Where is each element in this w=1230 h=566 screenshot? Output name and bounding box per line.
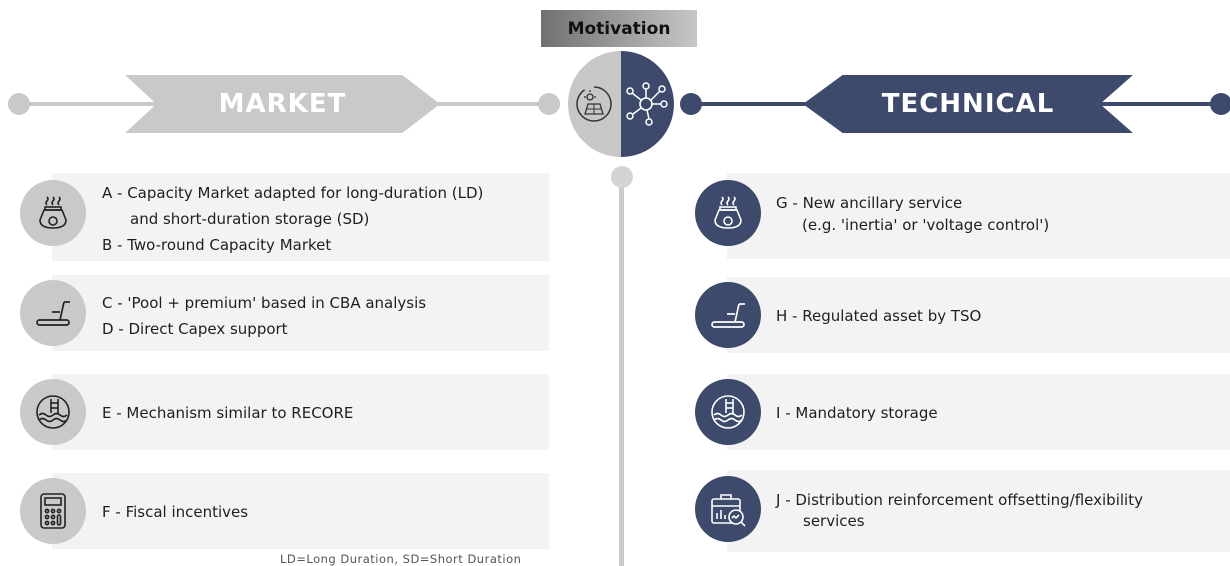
technical-item-g-text: G - New ancillary service (e.g. 'inertia… (776, 192, 1049, 236)
market-banner: MARKET (125, 75, 440, 133)
technical-item-j-line1: J - Distribution reinforcement offsettin… (776, 491, 1143, 509)
motivation-tag: Motivation (541, 10, 697, 47)
oil-lamp-icon (39, 196, 67, 229)
technical-banner: TECHNICAL (803, 75, 1133, 133)
briefcase-analytics-icon (711, 494, 746, 527)
treadmill-icon (711, 303, 745, 328)
technical-icon-circle-1 (695, 180, 761, 246)
calculator-icon (40, 493, 66, 529)
technical-line-end-dot (1210, 93, 1230, 115)
market-item-c-line: C - 'Pool + premium' based in CBA analys… (102, 294, 427, 312)
technical-icon-circle-3 (695, 379, 761, 445)
market-item-a-line2: and short-duration storage (SD) (130, 210, 370, 228)
technical-line-inner-dot (680, 93, 702, 115)
technical-item-i-text: I - Mandatory storage (776, 404, 938, 422)
swimming-pool-icon (36, 395, 70, 429)
market-card-e (52, 374, 549, 450)
market-item-a-line1: A - Capacity Market adapted for long-dur… (102, 184, 484, 202)
market-item-b-line: B - Two-round Capacity Market (102, 236, 332, 254)
market-card-ab (52, 173, 549, 261)
market-item-cd-text: C - 'Pool + premium' based in CBA analys… (102, 290, 426, 342)
technical-card-h (727, 277, 1230, 353)
divider-top-dot (611, 166, 633, 188)
technical-card-j (727, 470, 1230, 552)
market-card-f (52, 473, 549, 549)
market-line-inner-dot (538, 93, 560, 115)
technical-card-g (727, 173, 1230, 259)
footnote: LD=Long Duration, SD=Short Duration (280, 552, 522, 566)
treadmill-icon (36, 301, 70, 326)
market-icon-circle-2 (20, 280, 86, 346)
market-card-cd (52, 275, 549, 351)
oil-lamp-icon (714, 196, 742, 229)
technical-icon-circle-2 (695, 282, 761, 348)
technical-item-g-line2: (e.g. 'inertia' or 'voltage control') (802, 216, 1050, 234)
market-line-end-dot (8, 93, 30, 115)
market-icon-circle-4 (20, 478, 86, 544)
market-icon-circle-3 (20, 379, 86, 445)
market-item-ab-text: A - Capacity Market adapted for long-dur… (102, 180, 483, 258)
technical-item-h-text: H - Regulated asset by TSO (776, 307, 982, 325)
market-item-f-text: F - Fiscal incentives (102, 503, 249, 521)
market-item-e-text: E - Mechanism similar to RECORE (102, 404, 354, 422)
technical-item-j-line2: services (803, 512, 865, 530)
swimming-pool-icon (711, 395, 745, 429)
network-hub-icon (626, 82, 668, 126)
technical-icon-circle-4 (695, 476, 761, 542)
center-motivation-circle (568, 51, 674, 157)
solar-panel-icon (576, 86, 612, 122)
technical-item-g-line1: G - New ancillary service (776, 194, 963, 212)
technical-card-i (727, 374, 1230, 450)
market-item-d-line: D - Direct Capex support (102, 320, 288, 338)
technical-item-j-text: J - Distribution reinforcement offsettin… (776, 490, 1143, 532)
center-divider-line (619, 176, 624, 566)
market-icon-circle-1 (20, 180, 86, 246)
